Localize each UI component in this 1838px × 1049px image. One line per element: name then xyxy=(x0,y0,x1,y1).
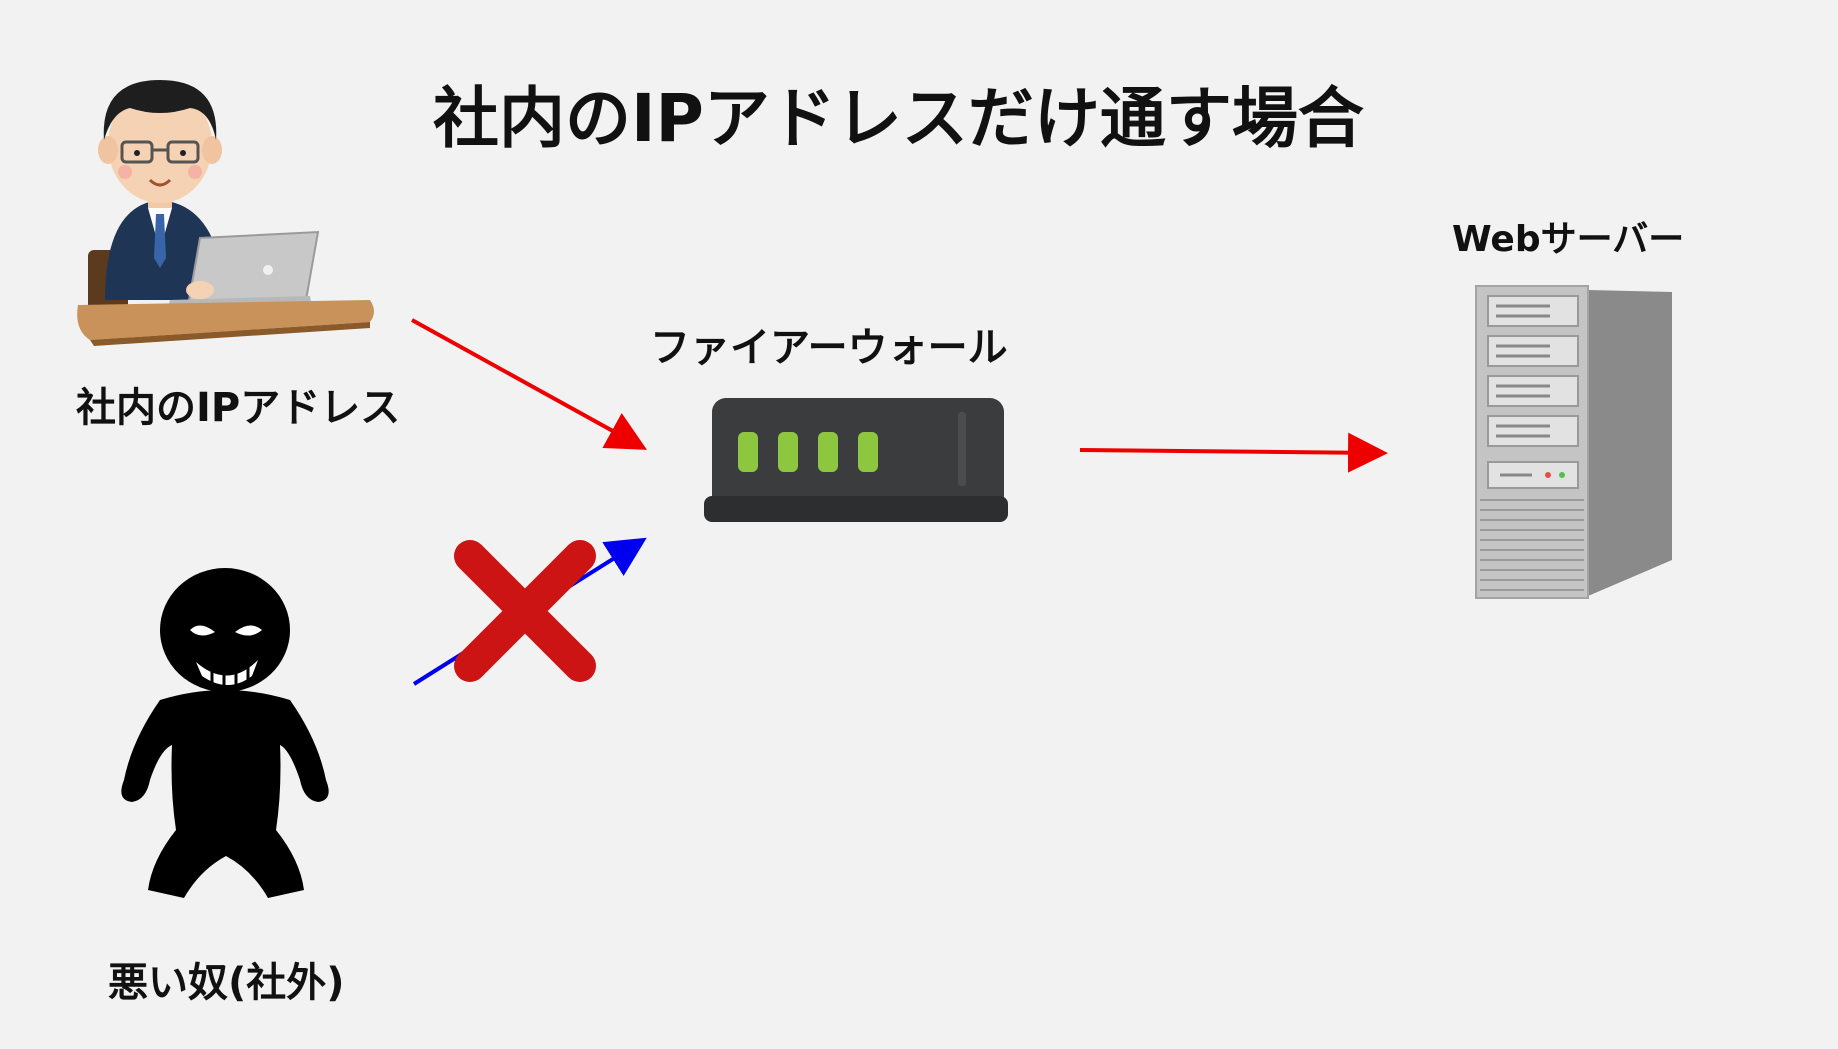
office-to-firewall-arrow xyxy=(411,318,648,450)
office-ip-label: 社内のIPアドレス xyxy=(76,385,401,431)
diagram-title: 社内のIPアドレスだけ通す場合 xyxy=(433,80,1364,157)
office-worker-icon xyxy=(77,80,374,346)
firewall-to-server-arrow xyxy=(1079,432,1388,473)
blocked-x-icon xyxy=(454,540,596,682)
bad-actor-label: 悪い奴(社外) xyxy=(108,960,345,1006)
firewall-label: ファイアーウォール xyxy=(650,325,1008,371)
firewall-device-icon xyxy=(704,398,1008,522)
web-server-label: Webサーバー xyxy=(1452,219,1685,260)
web-server-icon xyxy=(1475,285,1672,599)
bad-actor-icon xyxy=(121,568,329,898)
